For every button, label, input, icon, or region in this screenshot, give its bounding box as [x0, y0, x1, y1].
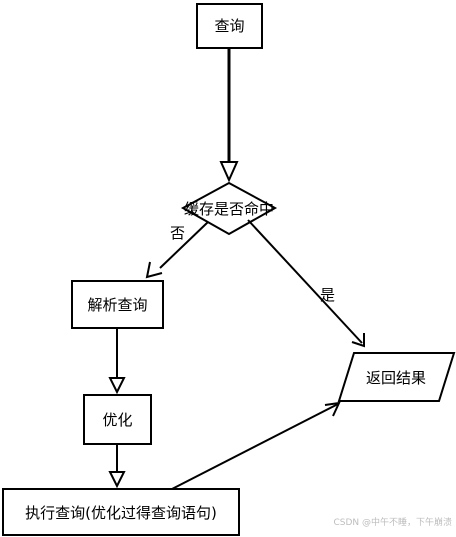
parse-node-label: 解析查询 [87, 296, 147, 314]
return-result-node: 返回结果 [337, 352, 456, 402]
edge-yes-label: 是 [320, 286, 335, 304]
cache-hit-decision-label: 缓存是否命中 [184, 200, 274, 218]
query-node: 查询 [196, 3, 263, 49]
edge-execute-to-result [171, 401, 341, 490]
cache-hit-decision: 缓存是否命中 [180, 181, 278, 236]
edge-parse-to-optimize [108, 328, 126, 395]
edge-query-to-cache [219, 48, 239, 183]
edge-no-label: 否 [170, 224, 185, 242]
watermark: CSDN @中午不睡，下午崩溃 [333, 516, 452, 528]
edge-yes-to-result: 是 [247, 219, 365, 348]
parse-node: 解析查询 [71, 280, 164, 329]
return-result-node-label: 返回结果 [366, 369, 426, 387]
execute-node: 执行查询(优化过得查询语句) [2, 488, 240, 536]
edge-optimize-to-execute [108, 444, 126, 489]
execute-node-label: 执行查询(优化过得查询语句) [25, 504, 217, 522]
query-node-label: 查询 [214, 17, 244, 35]
optimize-node-label: 优化 [102, 411, 132, 429]
edge-no-to-parse: 否 [145, 221, 209, 279]
optimize-node: 优化 [83, 394, 152, 445]
